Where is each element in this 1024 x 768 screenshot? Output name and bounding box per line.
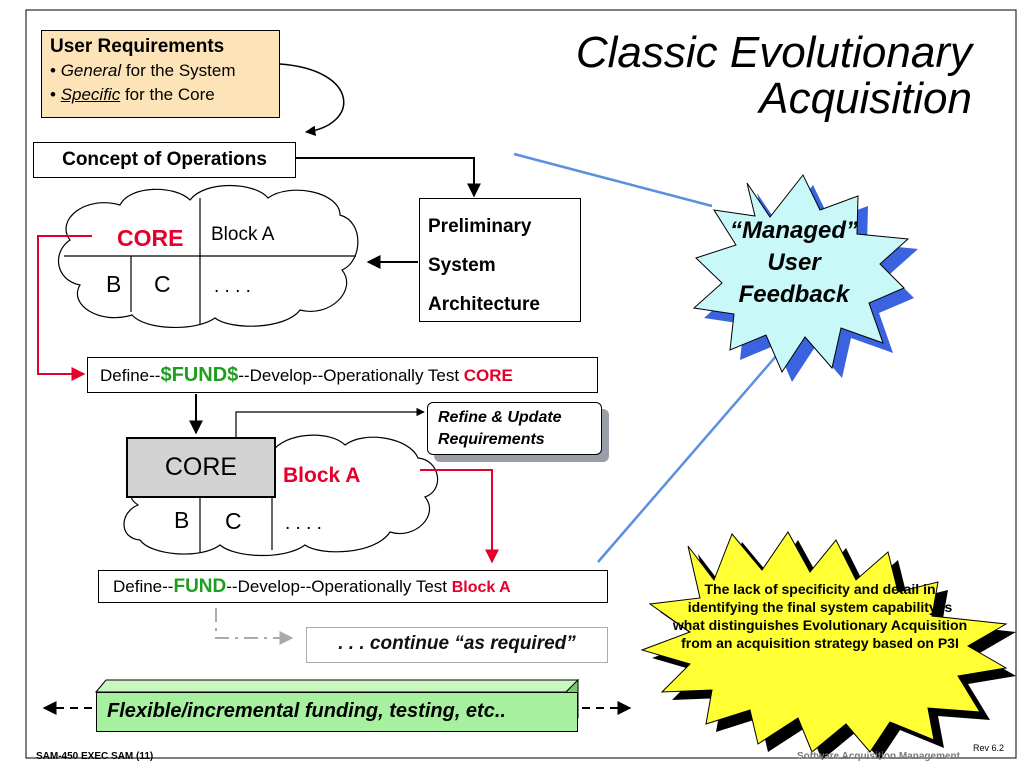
cloud-1: [57, 184, 359, 328]
flexible-funding-bar: Flexible/incremental funding, testing, e…: [96, 692, 578, 732]
cloud2-c-label: C: [225, 508, 242, 534]
define1-prefix: Define--: [100, 366, 161, 385]
title-line-1: Classic Evolutionary: [575, 28, 972, 77]
cloud2-to-define2-red-arrow: [420, 469, 499, 564]
specific-rest: for the Core: [120, 85, 215, 104]
revision-label: Rev 6.2: [973, 743, 1005, 753]
define1-middle: --Develop--Operationally Test: [238, 366, 464, 385]
psa-line-1: Preliminary: [428, 216, 532, 237]
continue-dashdot-arrow: [215, 608, 294, 645]
refine-line-2: Requirements: [438, 431, 545, 448]
cloud1-core-label: CORE: [117, 225, 184, 251]
refine-line-1: Refine & Update: [438, 409, 562, 426]
cloud-to-define-red-arrow: [37, 235, 92, 381]
define2-fund: FUND: [173, 576, 227, 597]
general-rest: for the System: [121, 61, 236, 80]
feedback-line-top: [513, 152, 713, 208]
continue-as-required-box: . . . continue “as required”: [306, 627, 608, 663]
concept-of-operations-box: Concept of Operations: [33, 142, 296, 178]
feedback-line-bottom: [597, 339, 791, 563]
bullet: •: [50, 85, 61, 104]
define1-fund: $FUND$: [160, 364, 239, 386]
user-requirements-item-general: • General for the System: [50, 59, 271, 83]
psa-line-3: Architecture: [428, 294, 540, 315]
lack-of-specificity-text: The lack of specificity and detail in id…: [672, 581, 968, 651]
general-emphasis: General: [60, 61, 122, 80]
psa-line-2: System: [428, 255, 496, 276]
define-fund-develop-test-core-box: Define--$FUND$--Develop--Operationally T…: [87, 357, 598, 393]
managed-line-1: “Managed”: [729, 217, 858, 244]
core-completed-box: CORE: [126, 437, 276, 498]
define2-prefix: Define--: [113, 577, 174, 596]
specific-emphasis: Specific: [60, 85, 121, 104]
footer-title-label: Software Acquisition Management: [797, 751, 960, 762]
managed-user-feedback-text: “Managed” User Feedback: [704, 215, 884, 311]
managed-line-2: User: [767, 249, 821, 276]
title-line-2: Acquisition: [759, 74, 972, 123]
user-requirements-item-specific: • Specific for the Core: [50, 83, 271, 107]
define-fund-develop-test-block-a-box: Define--FUND--Develop--Operationally Tes…: [98, 570, 608, 603]
cloud2-dots-label: . . . .: [285, 513, 322, 534]
to-refine-arrow: [235, 407, 425, 437]
flex-bar-top: [94, 679, 580, 693]
cloud1-b-label: B: [106, 271, 122, 297]
managed-star: [692, 174, 910, 374]
refine-update-requirements-box: Refine & Update Requirements: [427, 402, 602, 455]
preliminary-system-architecture-box: Preliminary System Architecture: [419, 198, 581, 322]
user-requirements-heading: User Requirements: [50, 36, 225, 57]
cloud1-block-a-label: Block A: [211, 224, 275, 245]
conops-to-psa-arrow: [296, 157, 481, 198]
managed-line-3: Feedback: [738, 281, 850, 308]
define1-target: CORE: [463, 366, 513, 385]
cloud-2: [123, 434, 439, 557]
req-to-conops-arrow: [279, 63, 345, 136]
user-requirements-box: User Requirements • General for the Syst…: [41, 30, 280, 118]
cloud2-b-label: B: [174, 507, 190, 533]
cloud2-block-a-label: Block A: [283, 464, 361, 487]
bullet: •: [50, 61, 61, 80]
footer-course-label: SAM-450 EXEC SAM (11): [36, 751, 154, 762]
define2-target: Block A: [451, 579, 511, 596]
cloud1-c-label: C: [154, 271, 171, 297]
slide-title: Classic Evolutionary Acquisition: [576, 30, 972, 122]
cloud1-dots-label: . . . .: [214, 276, 251, 297]
lack-star: [640, 531, 1008, 753]
define2-middle: --Develop--Operationally Test: [226, 577, 452, 596]
